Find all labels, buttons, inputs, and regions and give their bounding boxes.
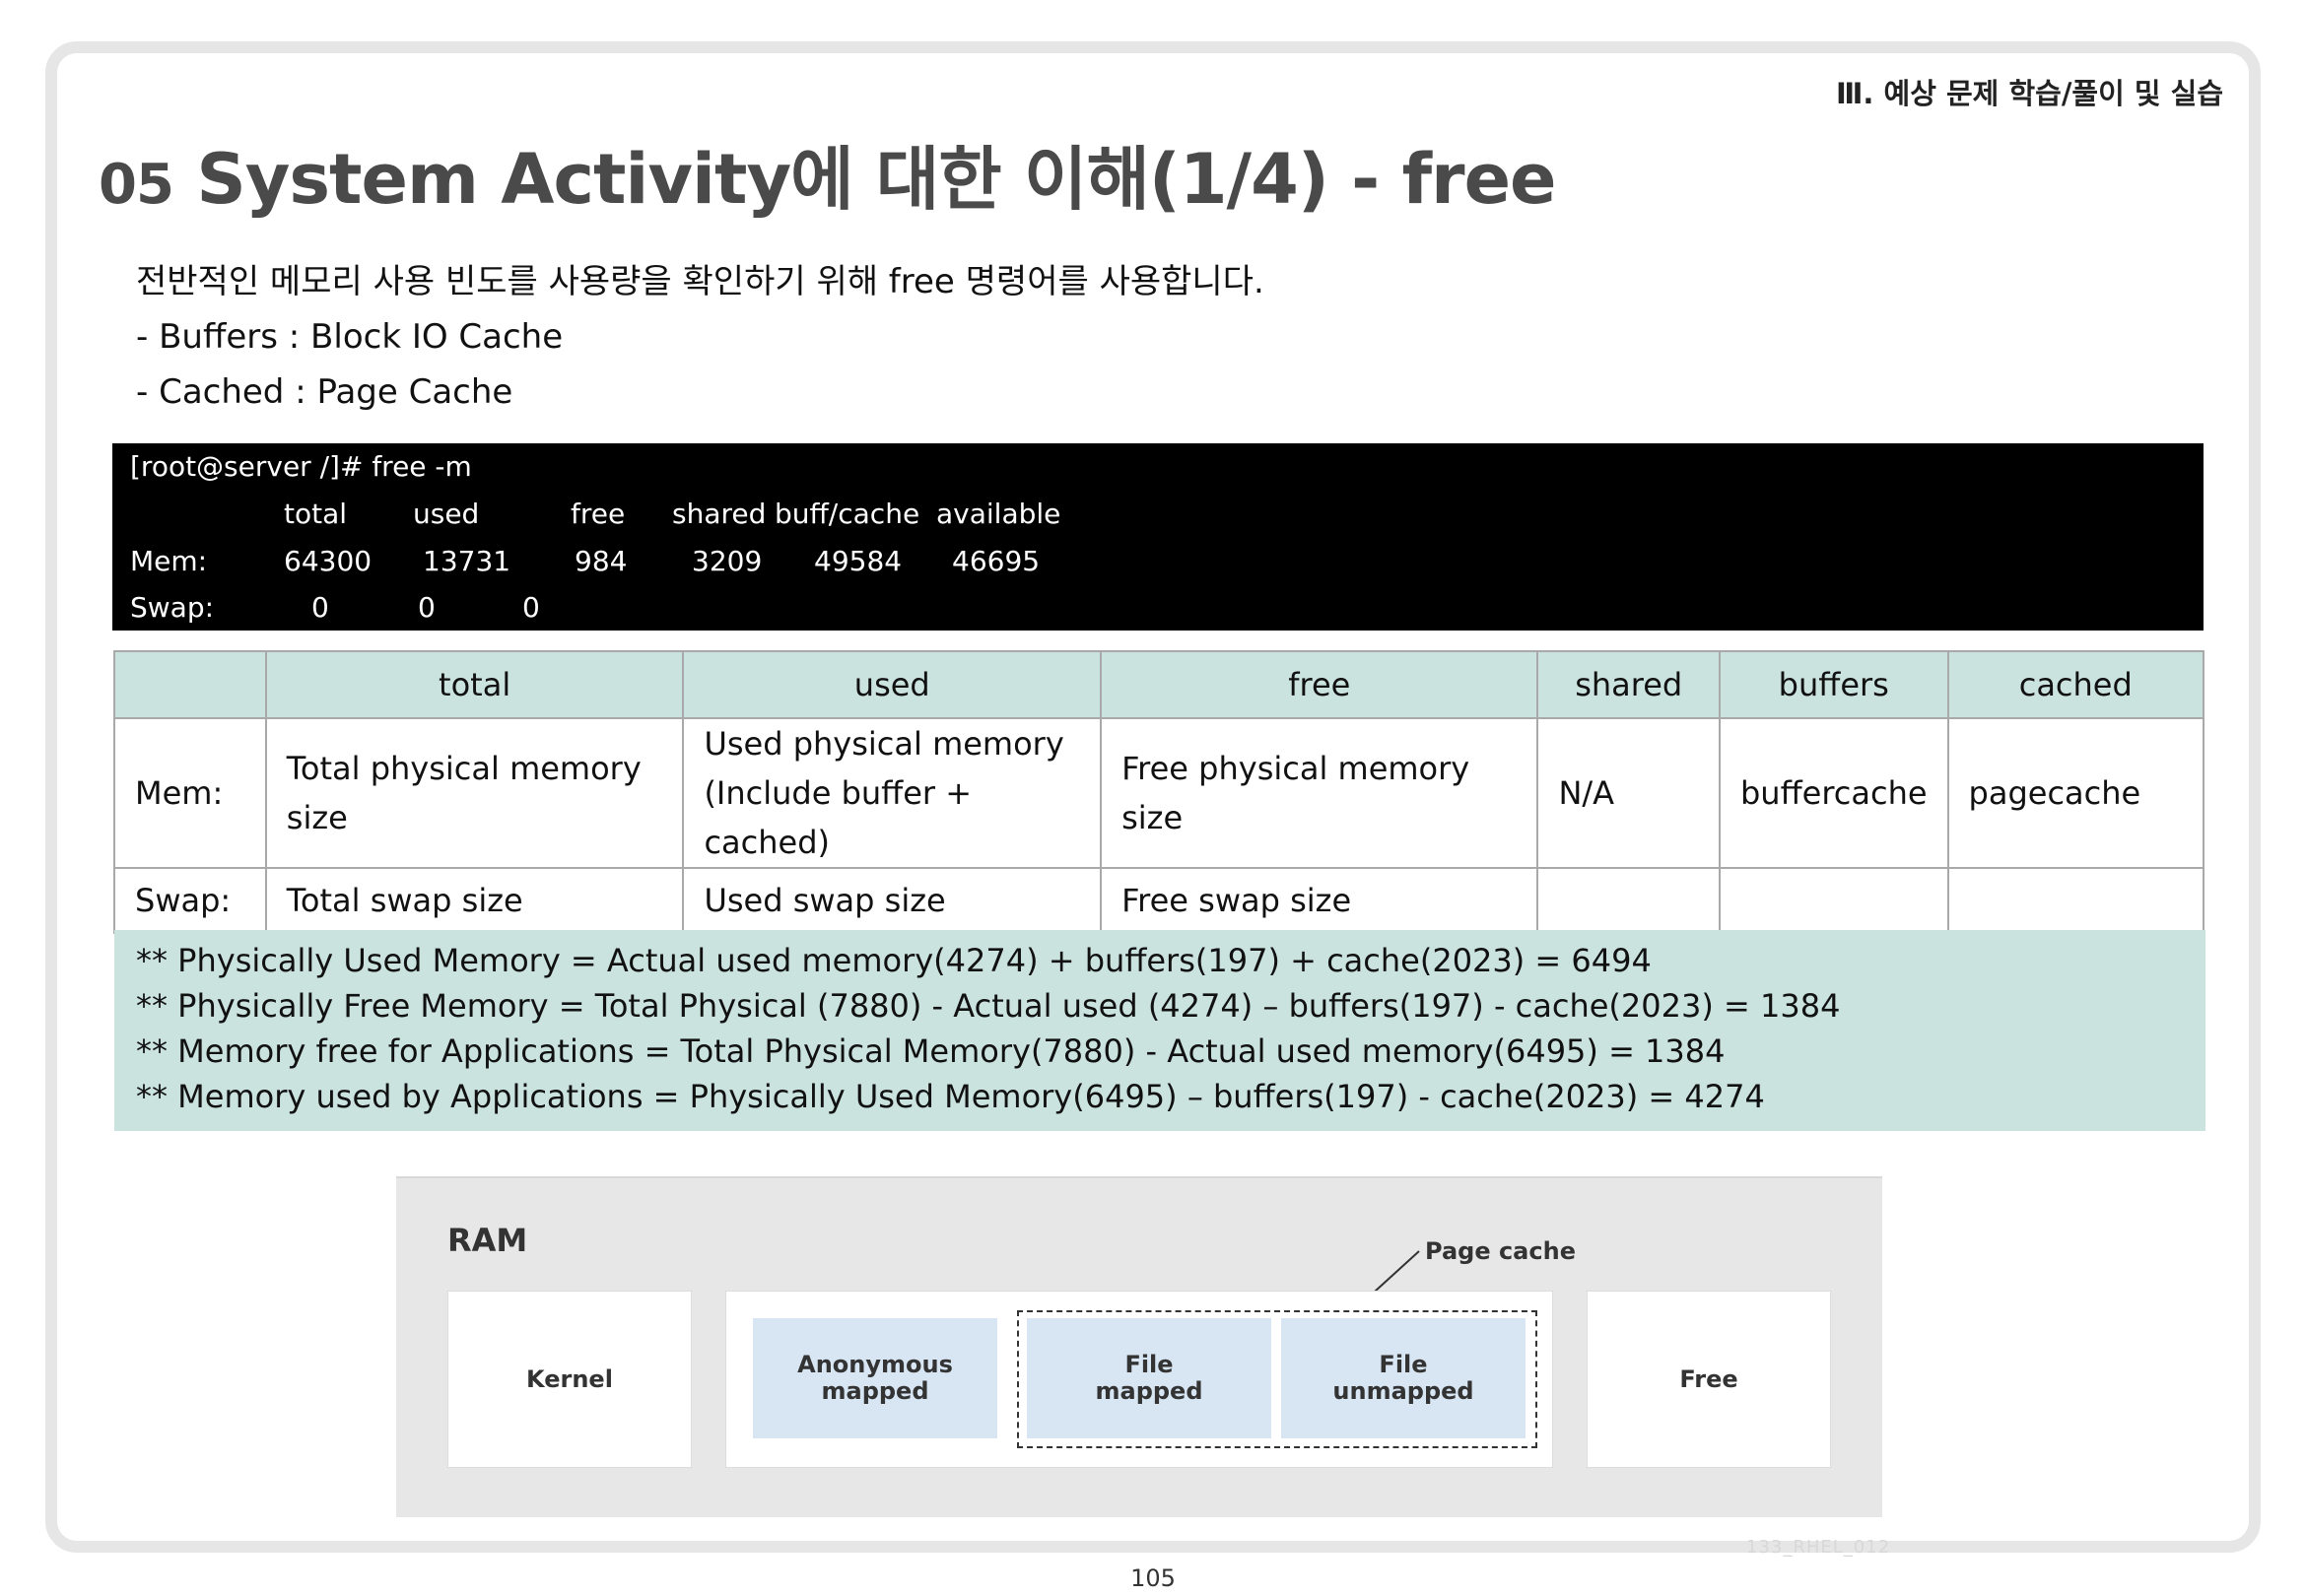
terminal-header: available <box>936 498 1061 530</box>
table-cell: Free physical memory size <box>1100 717 1539 869</box>
file-mapped-block: File mapped <box>1027 1318 1271 1438</box>
terminal-mem-value: 984 <box>575 545 628 577</box>
column-header: cached <box>1946 650 2205 719</box>
table-cell <box>1718 867 1949 934</box>
formula-line: ** Physically Free Memory = Total Physic… <box>136 987 1841 1025</box>
terminal-swap-label: Swap: <box>130 591 215 624</box>
column-header: free <box>1100 650 1539 719</box>
kernel-block: Kernel <box>447 1291 692 1468</box>
page-number: 105 <box>1130 1564 1176 1592</box>
watermark: 133_RHEL_012 <box>1746 1537 1891 1558</box>
terminal-mem-value: 3209 <box>692 545 763 577</box>
table-cell: Used swap size <box>682 867 1103 934</box>
column-header: buffers <box>1718 650 1949 719</box>
title-text: System Activity에 대한 이해(1/4) - free <box>196 139 1556 220</box>
formula-line: ** Physically Used Memory = Actual used … <box>136 942 1652 979</box>
table-cell <box>1946 867 2205 934</box>
anonymous-mapped-block: Anonymous mapped <box>753 1318 997 1438</box>
free-block: Free <box>1587 1291 1831 1468</box>
file-unmapped-block: File unmapped <box>1281 1318 1526 1438</box>
terminal-header: used <box>413 498 480 530</box>
intro-line: - Cached : Page Cache <box>136 372 513 412</box>
terminal-header: shared <box>672 498 767 530</box>
page-cache-label: Page cache <box>1425 1237 1576 1265</box>
table-cell: Mem: <box>113 717 267 869</box>
terminal-swap-value: 0 <box>311 591 329 624</box>
formula-line: ** Memory free for Applications = Total … <box>136 1032 1726 1070</box>
intro-text: 전반적인 메모리 사용 빈도를 사용량을 확인하기 위해 free 명령어를 사… <box>136 254 1264 420</box>
terminal-header: free <box>571 498 626 530</box>
table-cell <box>1536 867 1721 934</box>
page-cache-group <box>1017 1310 1537 1448</box>
terminal-mem-value: 13731 <box>423 545 511 577</box>
table-header-row: total used free shared buffers cached <box>113 650 2205 719</box>
column-header: used <box>682 650 1103 719</box>
ram-title: RAM <box>447 1222 528 1259</box>
terminal-mem-value: 46695 <box>952 545 1041 577</box>
page-title: 05 System Activity에 대한 이해(1/4) - free <box>99 124 1557 224</box>
table-cell: Total physical memory size <box>264 717 685 869</box>
intro-line: - Buffers : Block IO Cache <box>136 317 564 357</box>
free-columns-table: total used free shared buffers cached Me… <box>113 650 2205 934</box>
table-cell: Swap: <box>113 867 267 934</box>
terminal-swap-value: 0 <box>522 591 540 624</box>
table-cell: N/A <box>1536 717 1721 869</box>
title-number: 05 <box>99 153 174 217</box>
terminal-swap-value: 0 <box>418 591 436 624</box>
terminal-header: buff/cache <box>775 498 920 530</box>
intro-line: 전반적인 메모리 사용 빈도를 사용량을 확인하기 위해 free 명령어를 사… <box>136 262 1264 301</box>
terminal-mem-value: 49584 <box>814 545 903 577</box>
ram-diagram: RAM Page cache Kernel Anonymous mapped F… <box>396 1176 1882 1517</box>
column-header: shared <box>1536 650 1721 719</box>
column-header <box>113 650 267 719</box>
table-cell: Total swap size <box>264 867 685 934</box>
table-cell: pagecache <box>1946 717 2205 869</box>
section-label: Ⅲ. 예상 문제 학습/풀이 및 실습 <box>1836 77 2223 110</box>
table-row: Swap: Total swap size Used swap size Fre… <box>113 867 2205 934</box>
table-row: Mem: Total physical memory size Used phy… <box>113 717 2205 869</box>
table-cell: buffercache <box>1718 717 1949 869</box>
terminal-output: [root@server /]# free -m total used free… <box>112 443 2204 631</box>
formula-box: ** Physically Used Memory = Actual used … <box>114 930 2205 1131</box>
table-cell: Used physical memory (Include buffer + c… <box>682 717 1103 869</box>
table-cell: Free swap size <box>1100 867 1539 934</box>
terminal-header: total <box>284 498 348 530</box>
formula-line: ** Memory used by Applications = Physica… <box>136 1078 1765 1115</box>
terminal-command: [root@server /]# free -m <box>130 450 472 483</box>
terminal-mem-label: Mem: <box>130 545 208 577</box>
terminal-mem-value: 64300 <box>284 545 373 577</box>
column-header: total <box>264 650 685 719</box>
